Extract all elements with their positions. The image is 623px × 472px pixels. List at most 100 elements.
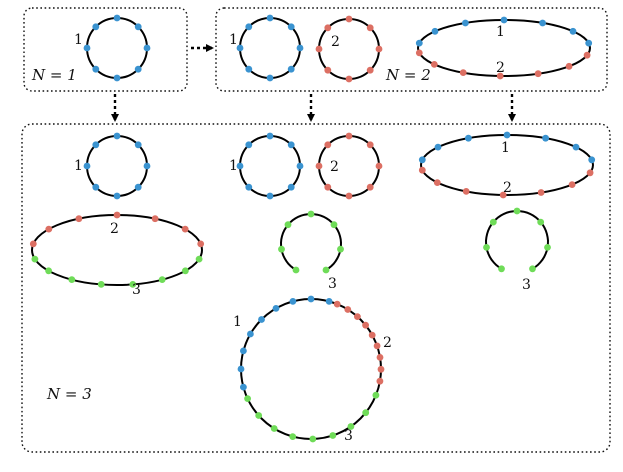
- blue-bead: [431, 27, 439, 35]
- green-bead: [195, 255, 203, 263]
- red-bead: [430, 61, 438, 68]
- blue-bead: [307, 295, 315, 303]
- blue-bead: [113, 14, 121, 22]
- red-bead: [333, 300, 341, 308]
- red-bead: [376, 354, 384, 361]
- green-bead: [31, 255, 39, 263]
- red-bead: [362, 321, 369, 329]
- blue-bead: [113, 192, 121, 200]
- blue-bead: [240, 383, 247, 391]
- red-bead: [345, 15, 353, 23]
- blue-bead: [237, 365, 245, 373]
- blue-bead: [266, 132, 274, 140]
- red-bead: [324, 141, 332, 149]
- red-bead: [315, 162, 323, 170]
- blue-bead: [585, 39, 593, 47]
- green-bead: [255, 412, 263, 419]
- green-bead: [362, 409, 370, 417]
- red-bead: [197, 240, 205, 248]
- green-bead: [270, 425, 278, 432]
- blue-bead: [500, 16, 508, 24]
- red-bead: [345, 192, 353, 200]
- blue-bead: [240, 347, 247, 355]
- blue-bead: [542, 134, 549, 142]
- blue-bead: [325, 298, 333, 305]
- green-bead: [372, 391, 380, 399]
- label-p3-right-ellipse-blue: 1: [501, 140, 510, 156]
- blue-bead: [588, 156, 596, 164]
- red-bead: [586, 169, 594, 177]
- red-bead: [324, 66, 332, 74]
- blue-bead: [134, 23, 142, 31]
- red-bead: [29, 240, 37, 248]
- label-p3-mid-arc-green: 3: [328, 276, 337, 292]
- blue-bead: [287, 183, 295, 191]
- red-bead: [418, 166, 426, 174]
- red-bead: [459, 69, 467, 76]
- red-bead: [75, 215, 83, 223]
- blue-bead: [266, 192, 274, 200]
- green-bead: [529, 265, 536, 273]
- green-bead: [309, 435, 317, 443]
- label-p3-ellipse-red: 2: [110, 221, 119, 237]
- blue-bead: [539, 19, 546, 27]
- blue-bead: [83, 44, 91, 52]
- green-bead: [337, 245, 344, 253]
- label-p3-circle-blue: 1: [74, 158, 83, 174]
- red-bead: [462, 188, 470, 195]
- blue-bead: [134, 65, 142, 73]
- blue-bead: [92, 141, 100, 149]
- red-bead: [433, 179, 441, 187]
- label-p3-big-red: 2: [383, 335, 392, 351]
- green-bead: [322, 266, 330, 274]
- red-bead: [375, 162, 383, 170]
- red-bead: [373, 342, 381, 350]
- red-bead: [368, 331, 376, 339]
- label-p3-mid-red: 2: [330, 159, 339, 175]
- blue-bead: [143, 162, 151, 170]
- panel-n2-box: [215, 7, 608, 92]
- strand-shapes: [29, 14, 596, 443]
- label-p2-ellipse-blue: 1: [496, 24, 505, 40]
- label-p2-red: 2: [331, 34, 340, 50]
- blue-bead: [465, 134, 472, 142]
- green-bead: [329, 432, 337, 439]
- red-bead: [45, 225, 53, 233]
- blue-bead: [245, 183, 253, 191]
- blue-bead: [569, 27, 577, 35]
- blue-bead: [245, 141, 253, 149]
- red-bead: [113, 211, 121, 219]
- label-p2-blue: 1: [229, 32, 238, 48]
- blue-bead: [245, 23, 253, 31]
- blue-bead: [462, 19, 469, 27]
- blue-bead: [434, 143, 442, 151]
- red-bead: [568, 181, 576, 189]
- red-bead: [376, 377, 384, 385]
- label-p3-big-green: 3: [344, 428, 353, 444]
- red-bead: [366, 183, 374, 191]
- blue-bead: [503, 131, 511, 139]
- blue-bead: [289, 298, 297, 305]
- blue-bead: [266, 74, 274, 82]
- blue-bead: [134, 141, 142, 149]
- label-p1-blue: 1: [74, 32, 83, 48]
- green-bead: [284, 221, 292, 229]
- label-p3-ellipse-green: 3: [132, 282, 141, 298]
- red-bead: [499, 191, 507, 199]
- blue-bead: [258, 316, 265, 323]
- blue-bead: [296, 162, 304, 170]
- red-bead: [496, 72, 504, 80]
- red-bead: [366, 24, 374, 32]
- red-bead: [315, 45, 323, 53]
- blue-bead: [247, 330, 254, 338]
- red-bead: [345, 75, 353, 83]
- green-bead: [97, 281, 105, 288]
- blue-bead: [287, 65, 295, 73]
- green-bead: [544, 244, 551, 251]
- green-bead: [278, 245, 285, 253]
- blue-bead: [143, 44, 151, 52]
- red-bead: [324, 183, 332, 191]
- label-p3-right-ellipse-red: 2: [503, 180, 512, 196]
